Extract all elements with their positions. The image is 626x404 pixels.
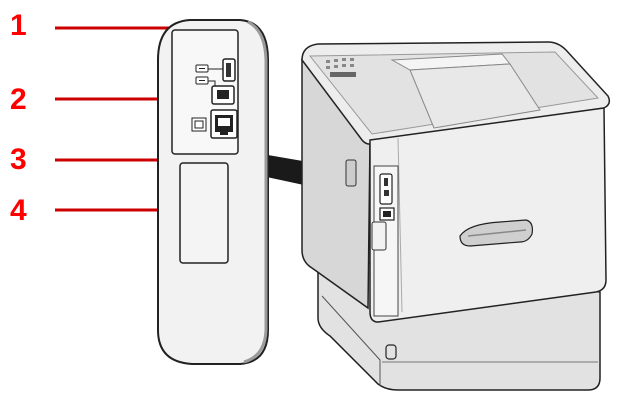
callout-4: 4	[10, 194, 27, 227]
interface-panel	[157, 19, 269, 365]
control-panel	[326, 58, 356, 77]
callout-3: 3	[10, 143, 27, 176]
callout-2: 2	[10, 83, 27, 116]
option-slot-cover-icon	[179, 162, 229, 264]
usb-host-port-icon	[195, 58, 236, 82]
printer-icon	[301, 41, 611, 391]
printer-rear-face	[369, 107, 607, 323]
callout-1: 1	[10, 9, 27, 42]
usb-device-port-icon	[195, 76, 235, 105]
ethernet-port-icon	[191, 109, 238, 139]
